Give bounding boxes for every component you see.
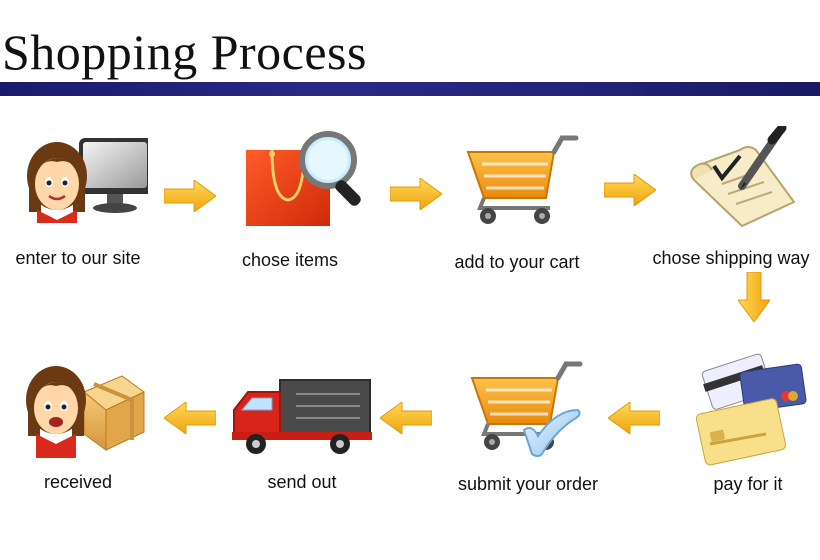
arrow-right-icon bbox=[604, 174, 656, 206]
document-sign-icon bbox=[690, 126, 796, 228]
step-label: pay for it bbox=[713, 474, 783, 494]
page-title: Shopping Process bbox=[2, 24, 367, 80]
step-label: submit your order bbox=[457, 474, 599, 494]
arrow-left-icon bbox=[380, 402, 432, 434]
step-received: received bbox=[0, 352, 168, 502]
step-label: received bbox=[43, 472, 113, 492]
arrow-down-icon bbox=[738, 272, 770, 322]
step-label: chose items bbox=[241, 250, 339, 270]
title-underline-band bbox=[0, 82, 820, 96]
step-chose-shipping: chose shipping way bbox=[640, 124, 820, 274]
person-package-icon bbox=[26, 366, 145, 458]
arrow-left-icon bbox=[164, 402, 216, 434]
credit-cards-icon bbox=[696, 353, 807, 466]
arrow-right-icon bbox=[390, 178, 442, 210]
cart-checkmark-icon bbox=[470, 361, 583, 457]
step-submit-order: submit your order bbox=[438, 352, 618, 502]
person-computer-icon bbox=[27, 138, 148, 223]
step-enter-site: enter to our site bbox=[0, 128, 168, 278]
step-send-out: send out bbox=[212, 352, 392, 502]
step-label: add to your cart bbox=[454, 252, 580, 272]
shopping-bag-search-icon bbox=[246, 131, 361, 226]
step-label: chose shipping way bbox=[652, 248, 810, 268]
step-chose-items: chose items bbox=[200, 128, 380, 278]
step-add-to-cart: add to your cart bbox=[427, 128, 607, 278]
shopping-cart-icon bbox=[466, 135, 579, 224]
step-label: send out bbox=[267, 472, 337, 492]
step-pay-for-it: pay for it bbox=[658, 352, 820, 502]
step-label: enter to our site bbox=[15, 248, 141, 268]
arrow-right-icon bbox=[164, 180, 216, 212]
arrow-left-icon bbox=[608, 402, 660, 434]
delivery-truck-icon bbox=[232, 379, 372, 454]
